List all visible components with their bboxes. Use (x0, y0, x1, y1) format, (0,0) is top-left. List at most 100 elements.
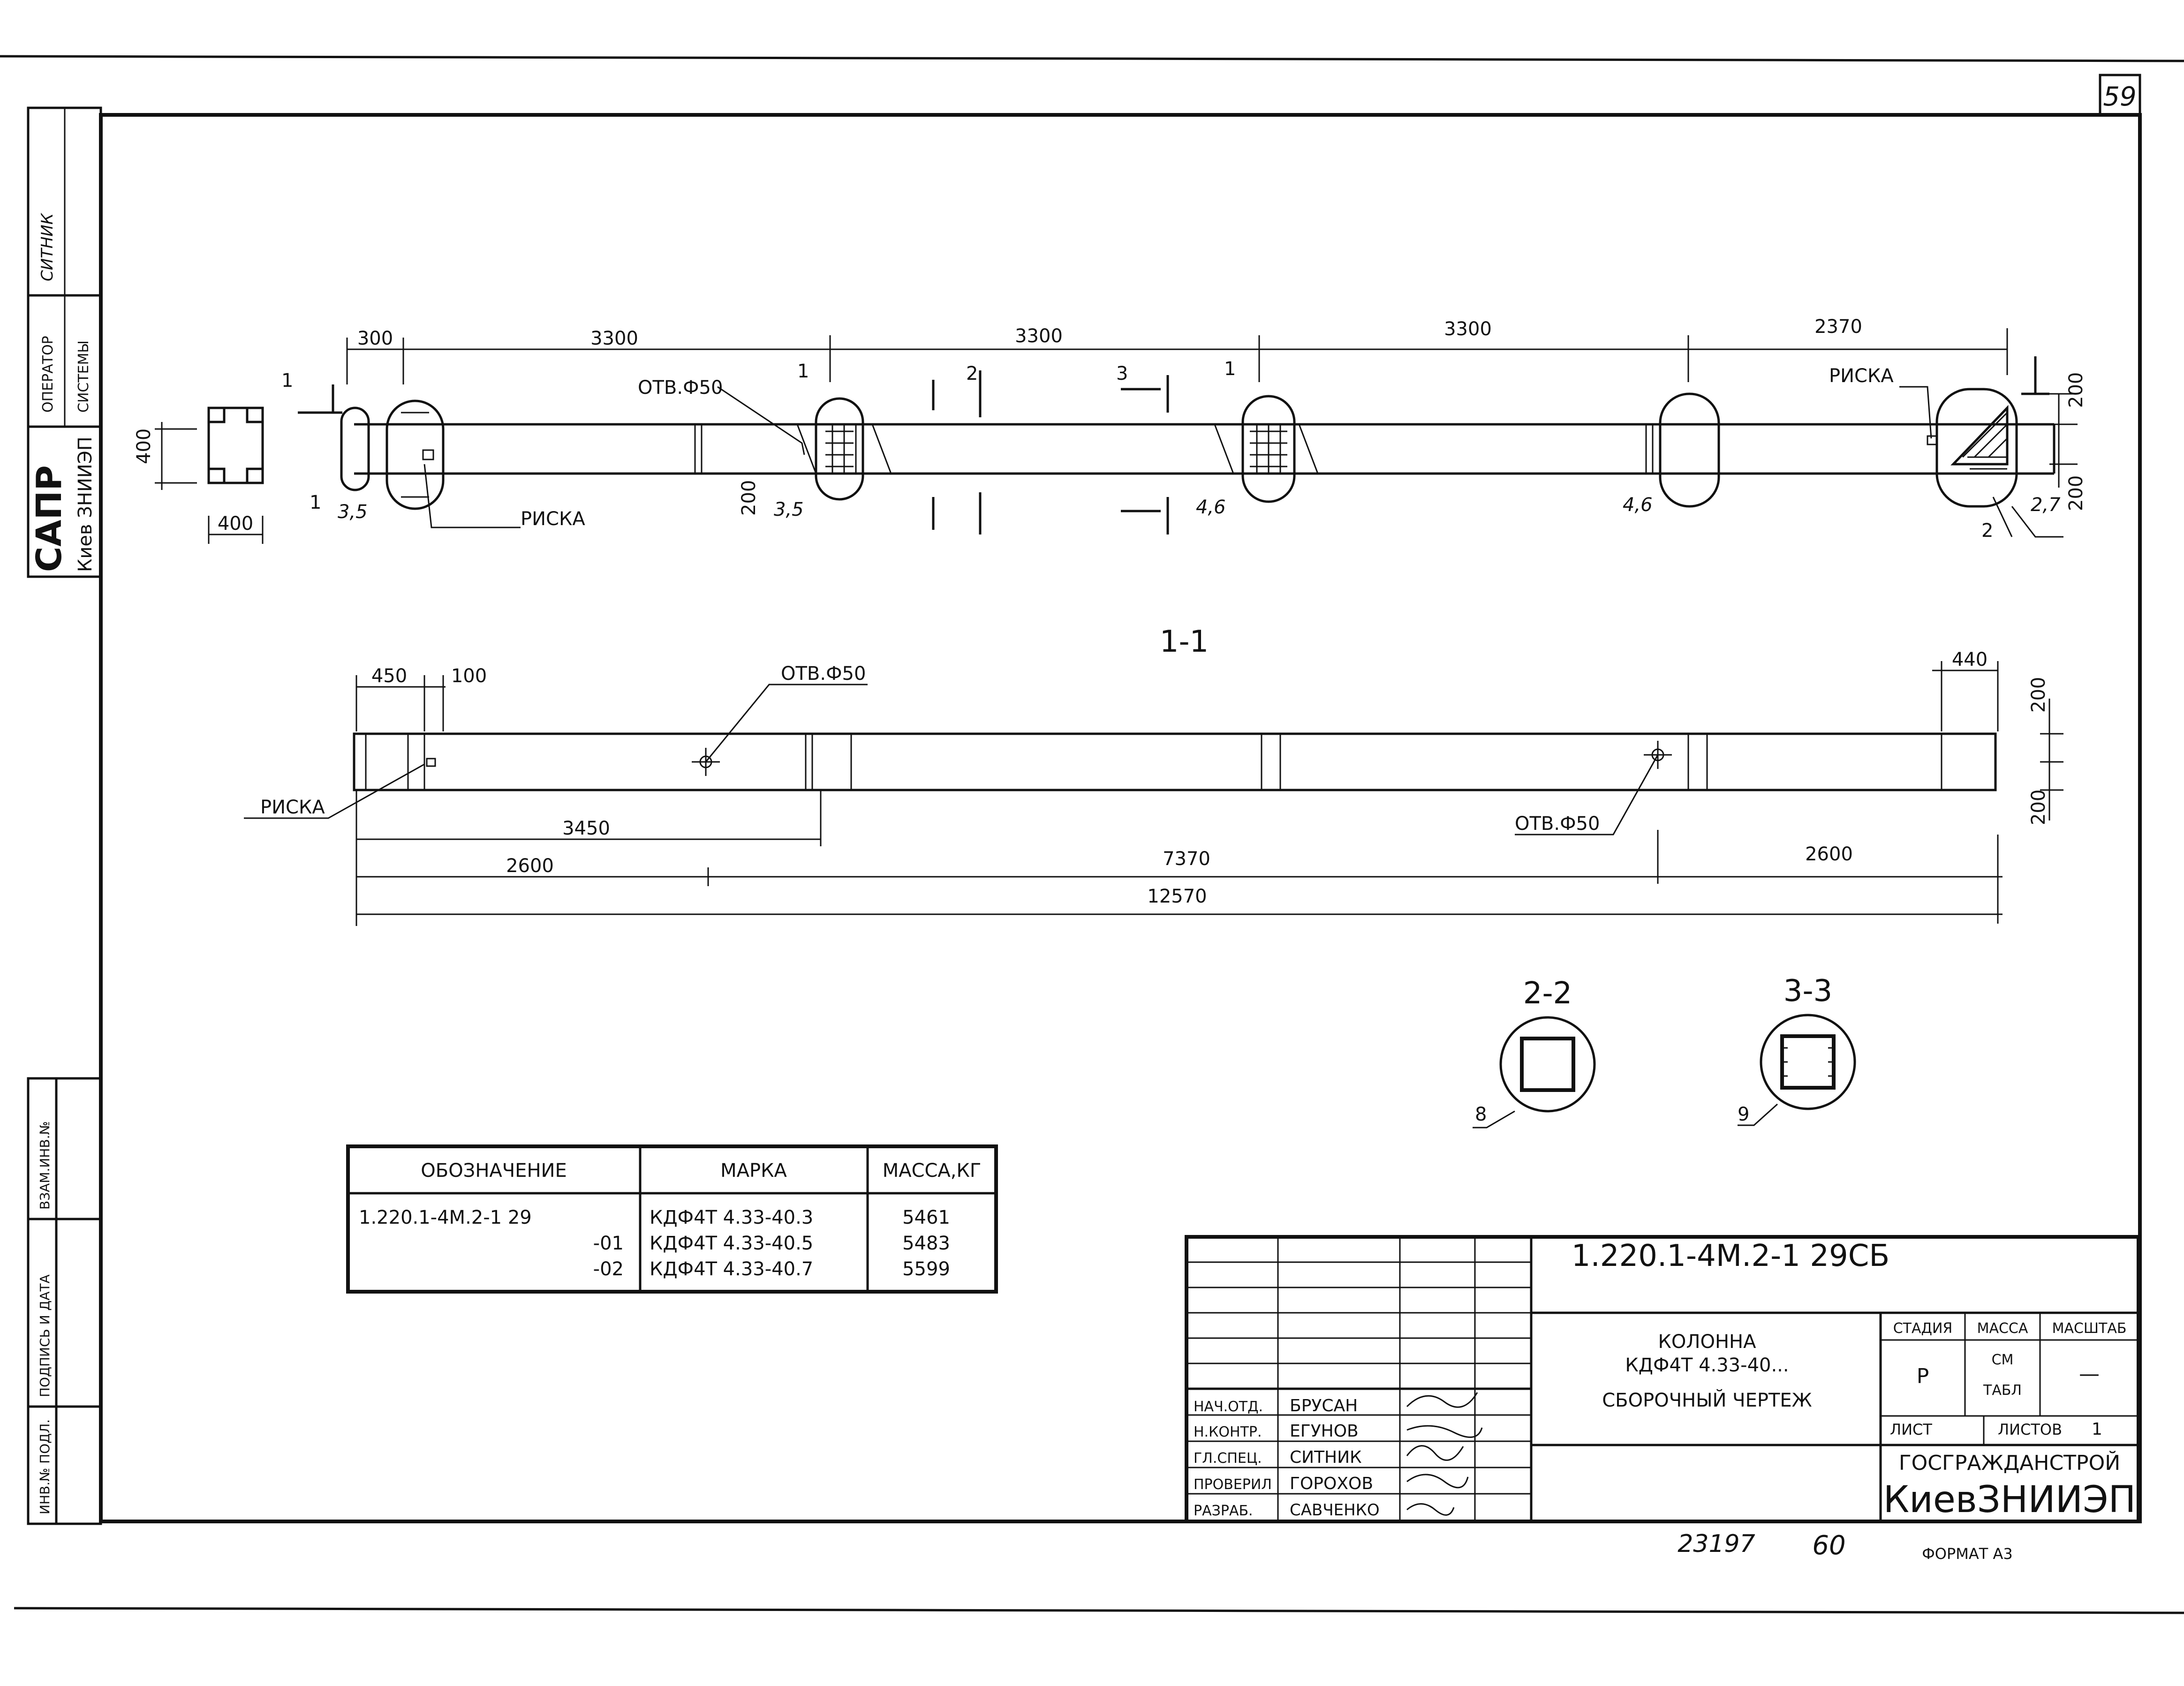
title-sheet-label: ЛИСТ (1890, 1421, 1932, 1438)
format-label: ФОРМАТ А3 (1922, 1545, 2013, 1563)
spec-row-1-mass: 5461 (902, 1207, 950, 1228)
callout-1b: 1 (797, 361, 809, 382)
stamp-sapr: САПР (29, 465, 69, 572)
staff-name-2: ЕГУНОВ (1290, 1422, 1359, 1441)
spec-row-3-mark: КДФ4Т 4.33-40.7 (650, 1258, 813, 1280)
title-scale-value: — (2079, 1362, 2100, 1386)
staff-name-1: БРУСАН (1290, 1396, 1358, 1415)
cut-mark-1: 1 (281, 370, 293, 391)
callout-1c: 1 (1224, 358, 1236, 380)
plan-dim-3300-b: 3300 (1015, 325, 1063, 347)
callout-3-5b: 3,5 (774, 499, 804, 520)
callout-4-6b: 4,6 (1623, 494, 1653, 516)
callout-2-7: 2,7 (2031, 494, 2061, 516)
stamp-podpis: ПОДПИСЬ И ДАТА (37, 1274, 53, 1397)
s11-dim-3450: 3450 (562, 818, 610, 839)
sheet-frame (0, 55, 2184, 1614)
section-1-1-title: 1-1 (1160, 625, 1209, 659)
plan-label-riska-right: РИСКА (1829, 365, 1894, 387)
title-mass-value-2: ТАБЛ (1983, 1382, 2022, 1399)
staff-role-5: РАЗРАБ. (1194, 1503, 1253, 1519)
plan-label-otv: ОТВ.Ф50 (638, 377, 723, 399)
plan-dim-200-right-a: 200 (2065, 372, 2087, 408)
staff-role-3: ГЛ.СПЕЦ. (1194, 1450, 1262, 1467)
callout-4-6: 4,6 (1196, 497, 1226, 518)
title-stage-value: Р (1917, 1364, 1929, 1388)
s11-dim-450: 450 (371, 665, 407, 687)
s11-dim-7370: 7370 (1163, 848, 1210, 870)
s11-label-riska: РИСКА (260, 797, 325, 818)
plan-dim-400-left: 400 (133, 429, 155, 464)
s11-label-otv-bottom: ОТВ.Ф50 (1515, 813, 1600, 835)
spec-header-mass: МАССА,КГ (883, 1160, 982, 1182)
plan-dim-300: 300 (357, 328, 393, 349)
title-name-1: КОЛОННА (1658, 1331, 1757, 1353)
section-1-1 (244, 661, 2063, 926)
section-3-3-callout: 9 (1738, 1104, 1749, 1125)
title-name-3: СБОРОЧНЫЙ ЧЕРТЕЖ (1602, 1389, 1812, 1411)
stamp-inv: ИНВ.№ ПОДЛ. (37, 1419, 53, 1514)
s11-label-otv-top: ОТВ.Ф50 (781, 663, 866, 685)
callout-1: 1 (310, 492, 321, 513)
cut-mark-3: 3 (1116, 363, 1128, 384)
title-name-2: КДФ4Т 4.33-40... (1625, 1355, 1789, 1376)
title-org-1: ГОСГРАЖДАНСТРОЙ (1899, 1450, 2120, 1475)
bottom-number-2: 60 (1812, 1530, 1845, 1561)
s11-dim-12570: 12570 (1147, 886, 1207, 907)
plan-label-riska: РИСКА (521, 508, 585, 530)
title-sheets-label: ЛИСТОВ (1998, 1421, 2062, 1438)
cut-mark-2: 2 (966, 363, 978, 384)
plan-dim-3300-a: 3300 (590, 328, 638, 349)
staff-name-3: СИТНИК (1290, 1448, 1362, 1467)
spec-row-1-mark: КДФ4Т 4.33-40.3 (650, 1207, 813, 1228)
s11-dim-200-a: 200 (2028, 677, 2049, 713)
section-2-2-title: 2-2 (1523, 976, 1572, 1011)
title-sheets-value: 1 (2092, 1420, 2102, 1439)
s11-dim-100: 100 (451, 665, 487, 687)
spec-header-designation: ОБОЗНАЧЕНИЕ (421, 1160, 567, 1182)
spec-table (346, 1144, 998, 1294)
spec-header-mark: МАРКА (720, 1160, 787, 1182)
s11-dim-2600-left: 2600 (506, 855, 554, 877)
section-2-2-callout: 8 (1475, 1104, 1487, 1125)
staff-role-4: ПРОВЕРИЛ (1194, 1476, 1272, 1493)
staff-role-2: Н.КОНТР. (1194, 1424, 1262, 1440)
plan-dim-2370: 2370 (1814, 316, 1862, 338)
sheet-number: 59 (2103, 82, 2136, 112)
plan-view (155, 328, 2078, 544)
stamp-org: Киев ЗНИИЭП (75, 437, 96, 572)
title-mass-header: МАССА (1977, 1320, 2028, 1337)
spec-row-1-designation: 1.220.1-4М.2-1 29 (359, 1207, 532, 1228)
callout-3-5: 3,5 (338, 501, 368, 523)
title-code: 1.220.1-4М.2-1 29СБ (1572, 1239, 1890, 1273)
stamp-vzam: ВЗАМ.ИНВ.№ (37, 1121, 53, 1210)
plan-dim-200-right-b: 200 (2065, 475, 2087, 511)
spec-row-2-mark: КДФ4Т 4.33-40.5 (650, 1233, 813, 1254)
spec-row-2-designation: -01 (593, 1233, 624, 1254)
staff-name-4: ГОРОХОВ (1290, 1474, 1373, 1493)
spec-row-3-designation: -02 (593, 1258, 624, 1280)
title-scale-header: МАСШТАБ (2052, 1320, 2127, 1337)
title-mass-value-1: СМ (1992, 1352, 2014, 1368)
plan-dim-200: 200 (738, 480, 760, 516)
bottom-number-1: 23197 (1678, 1530, 1755, 1558)
section-3-3-title: 3-3 (1783, 974, 1833, 1009)
side-stamp (27, 106, 102, 1525)
spec-row-3-mass: 5599 (902, 1258, 950, 1280)
section-2-2 (1473, 1016, 1596, 1129)
section-3-3 (1738, 1014, 1856, 1126)
callout-2: 2 (1981, 520, 1993, 542)
staff-name-5: САВЧЕНКО (1290, 1501, 1380, 1520)
stamp-name: СИТНИК (38, 212, 57, 281)
s11-dim-440: 440 (1952, 649, 1988, 670)
title-org-2: КиевЗНИИЭП (1883, 1479, 2136, 1521)
stamp-operator: ОПЕРАТОР (40, 336, 56, 413)
plan-dim-400-bottom: 400 (218, 513, 253, 534)
spec-row-2-mass: 5483 (902, 1233, 950, 1254)
s11-dim-2600-right: 2600 (1805, 843, 1853, 865)
s11-dim-200-b: 200 (2028, 790, 2049, 825)
title-stage-header: СТАДИЯ (1893, 1320, 1953, 1337)
plan-dim-3300-c: 3300 (1444, 318, 1492, 340)
title-block (1185, 1235, 2140, 1523)
